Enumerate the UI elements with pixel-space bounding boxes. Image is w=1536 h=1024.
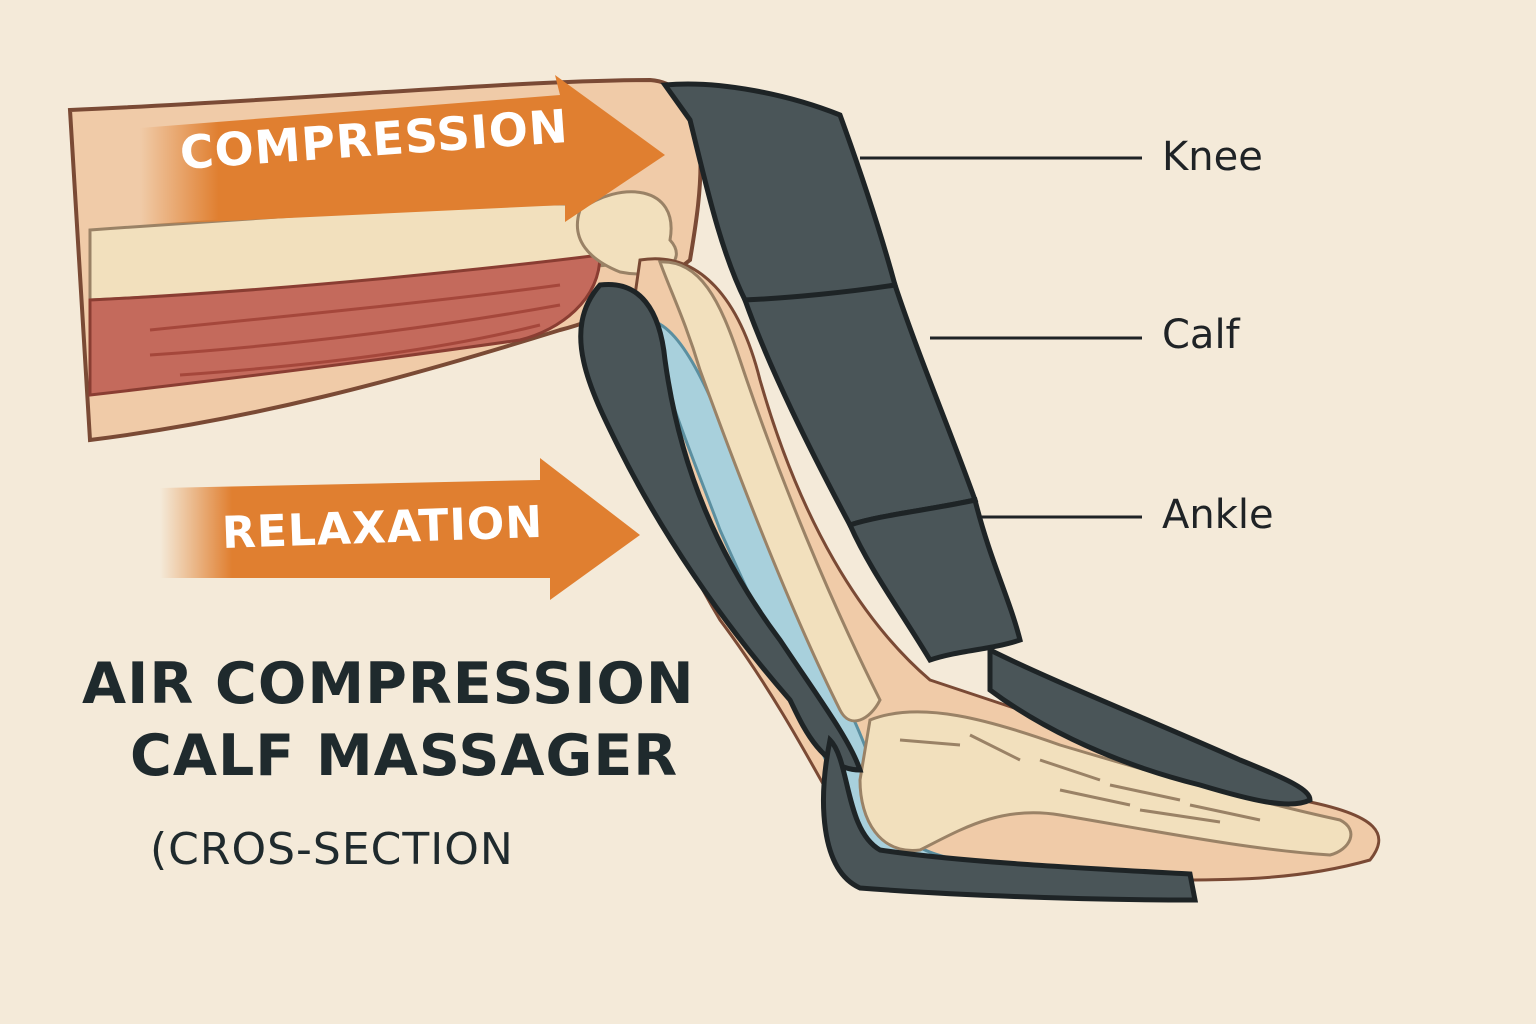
ankle-callout: Ankle bbox=[1162, 492, 1274, 538]
foot-sleeve bbox=[821, 734, 1199, 903]
title-line-1: AIR COMPRESSION bbox=[82, 651, 695, 717]
foot-bones bbox=[858, 710, 1353, 857]
calf-callout: Calf bbox=[1162, 312, 1240, 358]
diagram-title: AIR COMPRESSION CALF MASSAGER bbox=[82, 648, 695, 792]
knee-callout: Knee bbox=[1162, 134, 1263, 180]
compression-arrow bbox=[140, 75, 665, 225]
diagram-subtitle: (CROS-SECTION bbox=[150, 824, 514, 875]
foot-sleeve-top bbox=[987, 645, 1313, 807]
rear-sleeve-panel bbox=[578, 281, 864, 773]
relaxation-arrow bbox=[160, 458, 640, 600]
title-line-2: CALF MASSAGER bbox=[130, 723, 679, 789]
tibia bbox=[657, 260, 882, 723]
sleeve-ankle-segment bbox=[846, 497, 1023, 664]
